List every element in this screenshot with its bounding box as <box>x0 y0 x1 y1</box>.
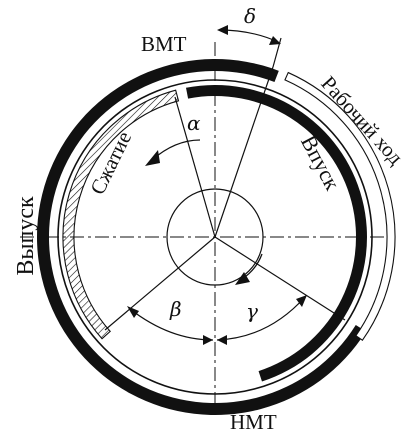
angle-beta: β <box>169 297 182 321</box>
gamma-arrowhead-right <box>296 295 307 307</box>
angle-arcs <box>129 296 306 341</box>
label-bottom-dead-center: НМТ <box>230 410 277 434</box>
radius-power-end <box>214 236 346 321</box>
angle-delta: δ <box>244 4 256 28</box>
angle-gamma: γ <box>246 299 258 323</box>
radius-intake-close <box>104 236 216 331</box>
compression-band <box>62 89 180 340</box>
center-lines <box>20 42 395 415</box>
inner-arrowhead <box>235 272 250 285</box>
radial-lines <box>104 66 346 331</box>
crank-hub-circle <box>166 188 264 286</box>
label-top-dead-center: ВМТ <box>141 32 187 56</box>
gamma-arc <box>216 296 306 341</box>
alpha-arc-arrow <box>151 139 201 161</box>
radius-exhaust-close <box>174 96 216 238</box>
crank-circle <box>57 79 373 395</box>
delta-arrowhead-right <box>269 36 281 45</box>
gamma-arrowhead-left <box>217 335 227 345</box>
power-stroke-band <box>284 71 396 342</box>
label-exhaust: Выпуск <box>13 196 39 276</box>
phase-bands <box>37 59 396 416</box>
beta-arrowhead-left <box>127 306 139 318</box>
alpha-arrowhead <box>145 150 160 166</box>
intake-band <box>185 85 367 382</box>
delta-arrowhead-left <box>217 25 228 35</box>
angle-alpha: α <box>187 111 201 135</box>
radius-intake-open <box>214 66 274 238</box>
beta-arrowhead-right <box>203 335 213 345</box>
